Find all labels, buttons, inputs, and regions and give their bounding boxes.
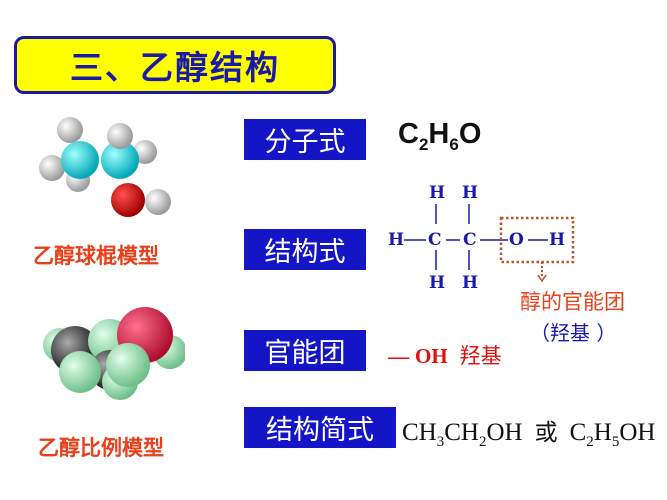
atom-o: O <box>509 230 524 250</box>
mf-o: O <box>458 118 482 150</box>
label-functional-group: 官能团 <box>244 330 366 371</box>
cf-part: C <box>569 419 587 446</box>
atom-h: H <box>429 273 446 293</box>
atom-c: C <box>463 230 477 250</box>
callout-functional-group: 醇的官能团 <box>520 290 625 314</box>
cf-sub: 5 <box>611 434 620 450</box>
molecular-formula: C2H6O <box>398 118 481 155</box>
label-molecular-formula: 分子式 <box>244 119 366 160</box>
cf-sub: 2 <box>586 434 594 450</box>
hydroxyl-formula: OH <box>415 344 448 368</box>
mf-sub: 2 <box>418 134 429 154</box>
space-filling-label: 乙醇比例模型 <box>38 436 164 460</box>
title-box: 三、乙醇结构 <box>14 36 336 94</box>
mf-c: C <box>398 118 419 150</box>
bond-dash: — <box>388 344 409 368</box>
mf-sub: 6 <box>449 134 459 154</box>
cf-part: OH <box>619 419 656 446</box>
cf-part: H <box>593 419 612 446</box>
space-filling-model <box>43 307 185 400</box>
label-structural-formula: 结构式 <box>244 229 366 270</box>
atom-h: H <box>462 183 479 203</box>
callout-hydroxyl: （羟基 ） <box>530 321 617 345</box>
or-text: 或 <box>534 420 558 446</box>
atom-c: C <box>428 230 442 250</box>
atom-h: H <box>429 183 446 203</box>
cf-part: CH <box>402 419 437 446</box>
cf-part: OH <box>486 419 523 446</box>
ball-stick-label: 乙醇球棍模型 <box>33 244 159 268</box>
ball-stick-model <box>39 117 171 217</box>
page-title: 三、乙醇结构 <box>70 48 280 87</box>
hydroxyl-name: 羟基 <box>459 344 502 368</box>
atom-h: H <box>462 273 479 293</box>
cf-sub: 2 <box>478 434 487 450</box>
mf-h: H <box>428 118 450 150</box>
label-condensed-formula: 结构简式 <box>244 407 396 448</box>
atom-h: H <box>549 230 566 250</box>
cf-part: CH <box>444 419 479 446</box>
cf-sub: 3 <box>436 434 445 450</box>
structure-bonds <box>404 204 575 283</box>
atom-h: H <box>388 230 405 250</box>
functional-group-row: — OH 羟基 <box>388 340 502 370</box>
